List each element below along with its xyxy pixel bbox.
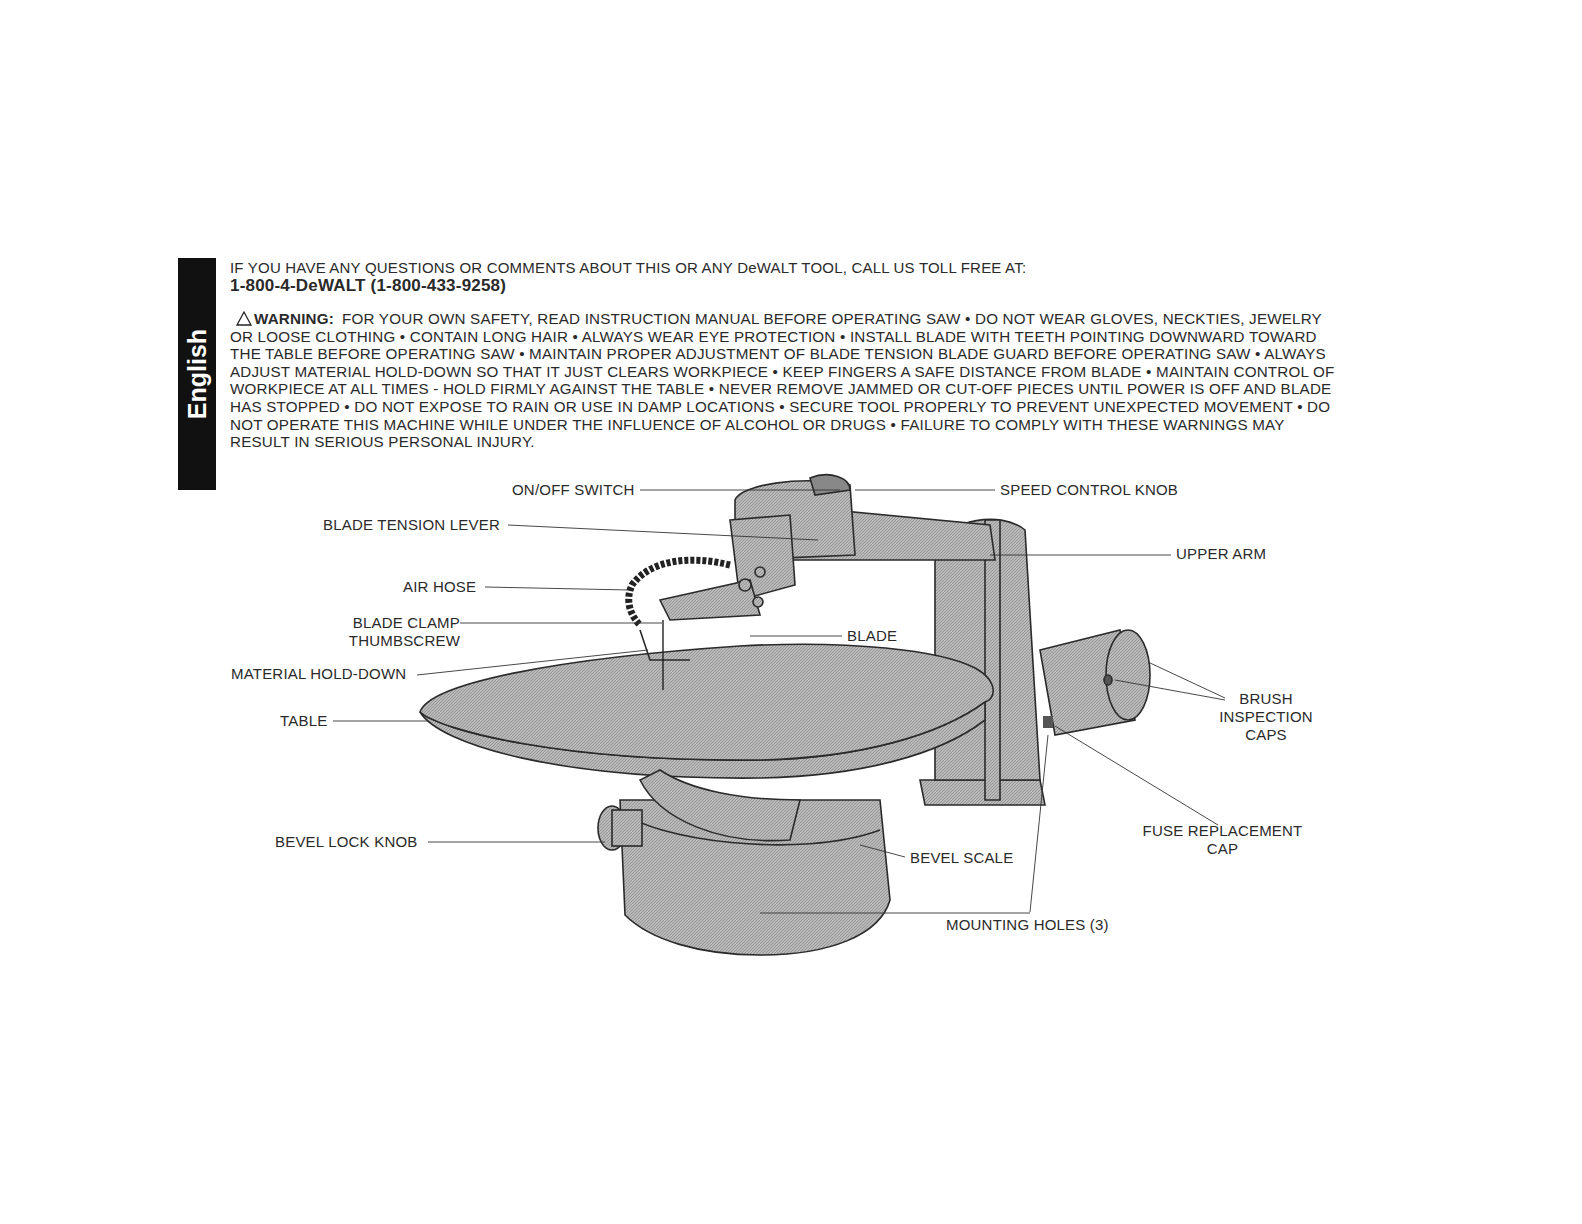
warning-text: FOR YOUR OWN SAFETY, READ INSTRUCTION MA… bbox=[230, 310, 1335, 450]
part-label: BLADE bbox=[847, 627, 897, 645]
part-label: BLADE TENSION LEVER bbox=[323, 516, 500, 534]
leader-lines bbox=[333, 490, 1225, 913]
part-label: SPEED CONTROL KNOB bbox=[1000, 481, 1178, 499]
tab-text: English bbox=[183, 329, 212, 419]
language-tab: English bbox=[178, 258, 216, 490]
part-label: ON/OFF SWITCH bbox=[512, 481, 635, 499]
part-label: BRUSH INSPECTION CAPS bbox=[1210, 690, 1322, 744]
part-label: TABLE bbox=[280, 712, 327, 730]
part-label: FUSE REPLACEMENT CAP bbox=[1135, 822, 1310, 858]
header-text: IF YOU HAVE ANY QUESTIONS OR COMMENTS AB… bbox=[230, 259, 1026, 277]
warning-block: WARNING:FOR YOUR OWN SAFETY, READ INSTRU… bbox=[230, 310, 1348, 451]
phone-number: 1-800-4-DeWALT (1-800-433-9258) bbox=[230, 277, 506, 295]
warning-icon bbox=[237, 312, 251, 325]
part-label: BLADE CLAMP THUMBSCREW bbox=[330, 614, 460, 650]
part-label: AIR HOSE bbox=[403, 578, 476, 596]
part-label: BEVEL LOCK KNOB bbox=[275, 833, 418, 851]
part-label: MATERIAL HOLD-DOWN bbox=[231, 665, 406, 683]
warning-heading: WARNING: bbox=[254, 310, 334, 327]
saw-body bbox=[420, 475, 1150, 955]
part-label: MOUNTING HOLES (3) bbox=[946, 916, 1109, 934]
part-label: UPPER ARM bbox=[1176, 545, 1266, 563]
part-label: BEVEL SCALE bbox=[910, 849, 1013, 867]
